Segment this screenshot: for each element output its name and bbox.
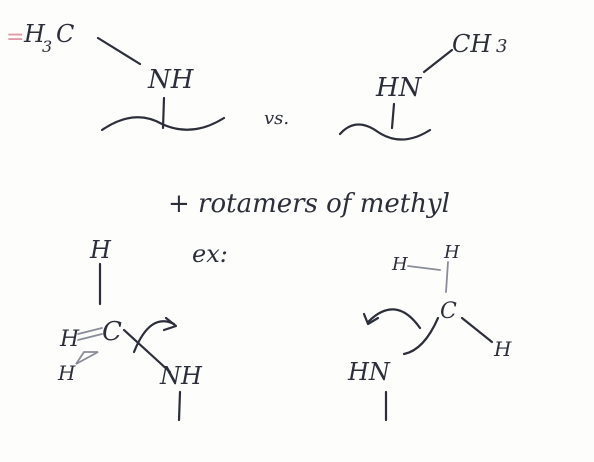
- rotation-arrow-right: [366, 308, 422, 330]
- top-right-structure: HN CH 3: [338, 30, 507, 141]
- n-bond-down: [161, 96, 166, 130]
- bottom-right-rotamer: H H C H HN: [347, 242, 512, 422]
- wedge-bond-lower: [75, 351, 99, 365]
- c-n-bond: [122, 328, 172, 374]
- right-h-label: H: [493, 337, 512, 361]
- squiggle-attachment-right: [338, 123, 432, 141]
- versus-label: vs.: [264, 108, 289, 129]
- rotation-arrow: [132, 320, 176, 354]
- methyl-subscript-right: 3: [496, 36, 507, 57]
- amine-nh-lower-label: NH: [159, 362, 203, 390]
- rotation-arrow-right-head: [362, 312, 380, 326]
- equals-mark: =: [6, 25, 24, 50]
- methyl-h-label: H: [23, 20, 46, 48]
- squiggle-attachment: [100, 116, 226, 132]
- rotamers-note: + rotamers of methyl: [168, 189, 450, 219]
- methyl-subscript: 3: [42, 37, 52, 56]
- left-lower-h-label: H: [57, 361, 76, 385]
- wedge-bond-upper: [77, 327, 103, 341]
- carbon-label: C: [102, 317, 122, 347]
- n-bond-down-lower: [177, 390, 182, 422]
- amine-hn-label: HN: [375, 73, 423, 103]
- top-h-label: H: [89, 236, 112, 264]
- c-h-bond-right: [460, 316, 494, 344]
- n-bond-down-right: [390, 102, 396, 130]
- amine-nh-label: NH: [147, 65, 195, 95]
- carbon-right-label: C: [440, 299, 457, 324]
- methyl-bond: [96, 36, 142, 66]
- c-n-bond-curve: [402, 316, 440, 356]
- rotation-arrow-head: [162, 316, 178, 332]
- methyl-ch-label: CH: [452, 30, 492, 58]
- amine-hn-lower-label: HN: [347, 358, 391, 386]
- top-right-h-label: H: [443, 242, 460, 263]
- faint-h-bonds: [407, 261, 449, 293]
- methyl-c-label: C: [56, 20, 74, 48]
- bottom-left-rotamer: H H H C NH: [57, 236, 203, 422]
- left-upper-h-label: H: [59, 327, 80, 352]
- example-label: ex:: [192, 240, 228, 268]
- top-left-h-label: H: [391, 254, 408, 275]
- methyl-bond-right: [422, 48, 454, 74]
- top-left-structure: = H 3 C NH: [6, 20, 226, 132]
